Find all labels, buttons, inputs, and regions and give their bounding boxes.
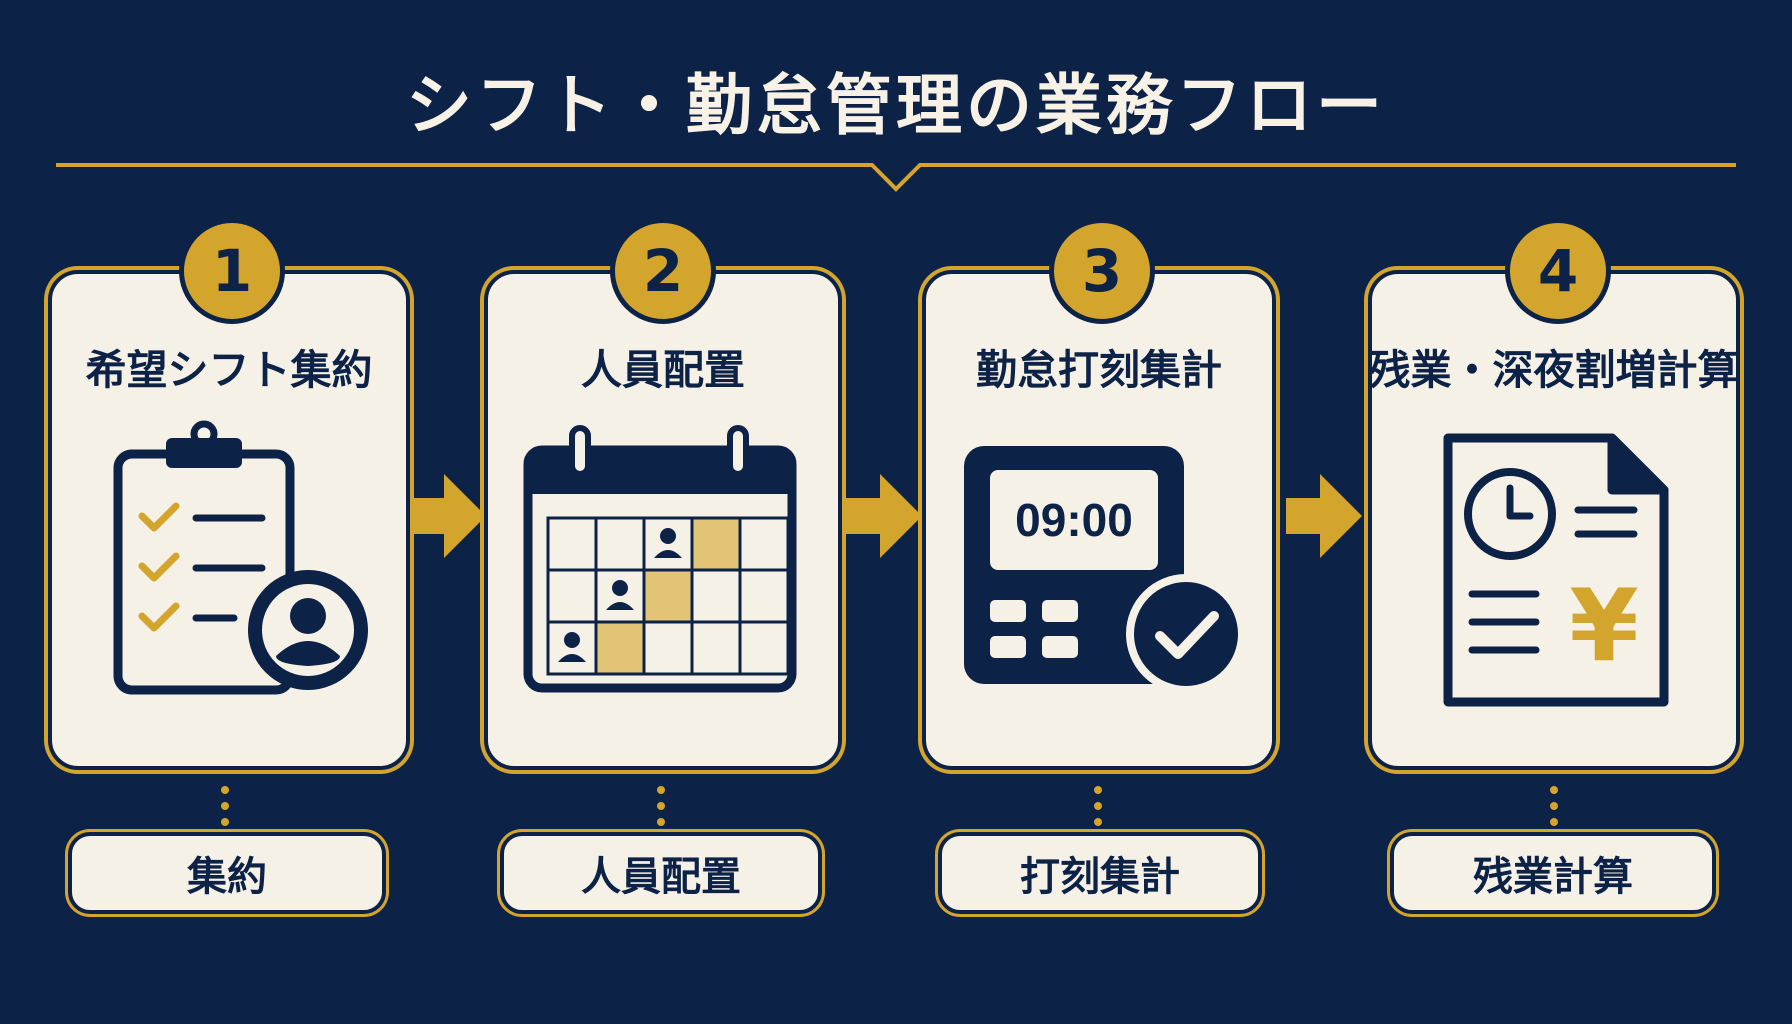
yen-symbol: ¥ bbox=[1569, 568, 1639, 685]
step-4-number-badge: 4 bbox=[1505, 218, 1611, 324]
header-divider bbox=[56, 163, 1736, 192]
step-1-number-badge: 1 bbox=[179, 218, 285, 324]
clock-display-time: 09:00 bbox=[1015, 494, 1133, 546]
time-clock-icon: 09:00 bbox=[964, 446, 1246, 694]
connector-dots-3 bbox=[1094, 786, 1102, 826]
flow-arrow-1-to-2 bbox=[410, 474, 486, 558]
flow-arrow-3-to-4 bbox=[1286, 474, 1362, 558]
flow-arrow-2-to-3 bbox=[846, 474, 922, 558]
step-4-label: 残業計算 bbox=[1390, 832, 1716, 914]
step-3-number-badge: 3 bbox=[1049, 218, 1155, 324]
calendar-staff-icon bbox=[523, 425, 797, 693]
step-1-label: 集約 bbox=[68, 832, 386, 914]
step-2-title: 人員配置 bbox=[581, 346, 745, 394]
step-2-number-badge: 2 bbox=[610, 218, 716, 324]
step-3-title: 勤怠打刻集計 bbox=[976, 346, 1222, 394]
payroll-document-icon: ¥ bbox=[1443, 433, 1669, 707]
step-4-title: 残業・深夜割増計算 bbox=[1369, 346, 1739, 394]
step-3-label: 打刻集計 bbox=[938, 832, 1262, 914]
page-title: シフト・勤怠管理の業務フロー bbox=[406, 67, 1386, 144]
connector-dots-4 bbox=[1550, 786, 1558, 826]
connector-dots-1 bbox=[221, 786, 229, 826]
step-2-label: 人員配置 bbox=[500, 832, 822, 914]
step-1-title: 希望シフト集約 bbox=[85, 346, 373, 394]
clipboard-user-icon bbox=[113, 420, 368, 695]
connector-dots-2 bbox=[657, 786, 665, 826]
